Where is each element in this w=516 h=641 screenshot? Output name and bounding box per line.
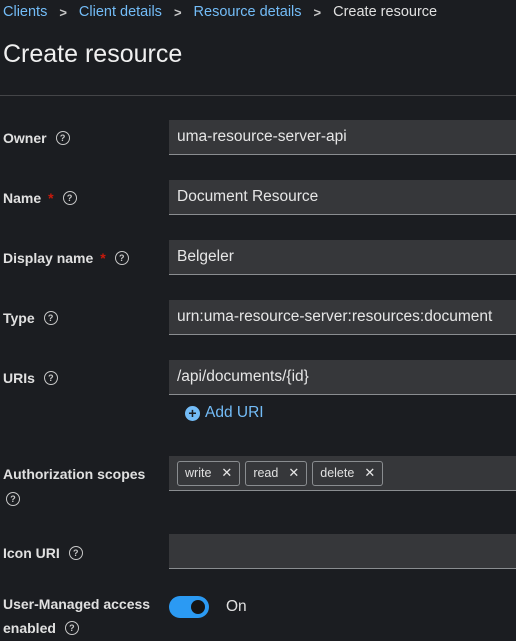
help-icon[interactable]: ? <box>62 191 77 205</box>
close-icon[interactable]: ✕ <box>288 465 300 480</box>
chevron-right-icon: > <box>313 4 322 20</box>
chip-label: write <box>185 466 212 480</box>
add-uri-button[interactable]: + Add URI <box>185 404 264 422</box>
required-marker: * <box>48 190 54 206</box>
toggle-state-label: On <box>226 598 247 615</box>
type-label-group: Type ? <box>3 310 58 326</box>
help-icon[interactable]: ? <box>55 131 70 145</box>
close-icon[interactable]: ✕ <box>364 465 376 480</box>
help-icon[interactable]: ? <box>43 371 58 385</box>
display-name-label: Display name <box>3 250 94 266</box>
help-icon[interactable]: ? <box>43 311 58 325</box>
add-uri-label: Add URI <box>205 404 264 421</box>
uris-label-group: URIs ? <box>3 370 58 386</box>
icon-uri-label-group: Icon URI ? <box>3 545 83 561</box>
toggle-knob <box>191 600 205 614</box>
owner-label-group: Owner ? <box>3 130 70 146</box>
name-label: Name <box>3 190 42 206</box>
uri-input[interactable] <box>169 360 516 395</box>
help-icon[interactable]: ? <box>68 546 83 560</box>
chip-delete: delete ✕ <box>312 460 384 486</box>
breadcrumb-clients[interactable]: Clients <box>3 4 48 20</box>
help-icon[interactable]: ? <box>64 621 79 635</box>
breadcrumb-client-details[interactable]: Client details <box>78 4 162 20</box>
user-managed-label-line2: enabled ? <box>3 620 79 636</box>
display-name-input[interactable] <box>169 240 516 275</box>
scopes-label: Authorization scopes <box>3 466 146 482</box>
help-icon[interactable]: ? <box>6 492 20 506</box>
type-label: Type <box>3 310 35 326</box>
breadcrumb-resource-details[interactable]: Resource details <box>193 4 302 20</box>
breadcrumb-current: Create resource <box>333 4 438 20</box>
icon-uri-input[interactable] <box>169 534 516 569</box>
user-managed-label-enabled: enabled <box>3 620 56 636</box>
icon-uri-label: Icon URI <box>3 545 60 561</box>
chip-label: delete <box>320 466 355 480</box>
required-marker: * <box>100 250 106 266</box>
scopes-select[interactable]: write ✕ read ✕ delete ✕ <box>169 456 516 491</box>
chip-write: write ✕ <box>177 460 241 486</box>
divider <box>0 95 516 96</box>
type-input[interactable] <box>169 300 516 335</box>
page-title: Create resource <box>3 40 183 68</box>
chip-label: read <box>253 466 279 480</box>
chevron-right-icon: > <box>173 4 182 20</box>
close-icon[interactable]: ✕ <box>221 465 233 480</box>
display-name-label-group: Display name * ? <box>3 250 129 266</box>
owner-input[interactable] <box>169 120 516 155</box>
uris-label: URIs <box>3 370 35 386</box>
chevron-right-icon: > <box>59 4 67 20</box>
name-input[interactable] <box>169 180 516 215</box>
user-managed-toggle[interactable] <box>169 596 209 618</box>
owner-label: Owner <box>3 130 47 146</box>
user-managed-label: User-Managed access <box>3 596 151 612</box>
help-icon[interactable]: ? <box>114 251 129 265</box>
name-label-group: Name * ? <box>3 190 77 206</box>
plus-circle-icon: + <box>185 405 200 421</box>
breadcrumb: Clients > Client details > Resource deta… <box>3 4 437 20</box>
chip-read: read ✕ <box>245 460 308 486</box>
